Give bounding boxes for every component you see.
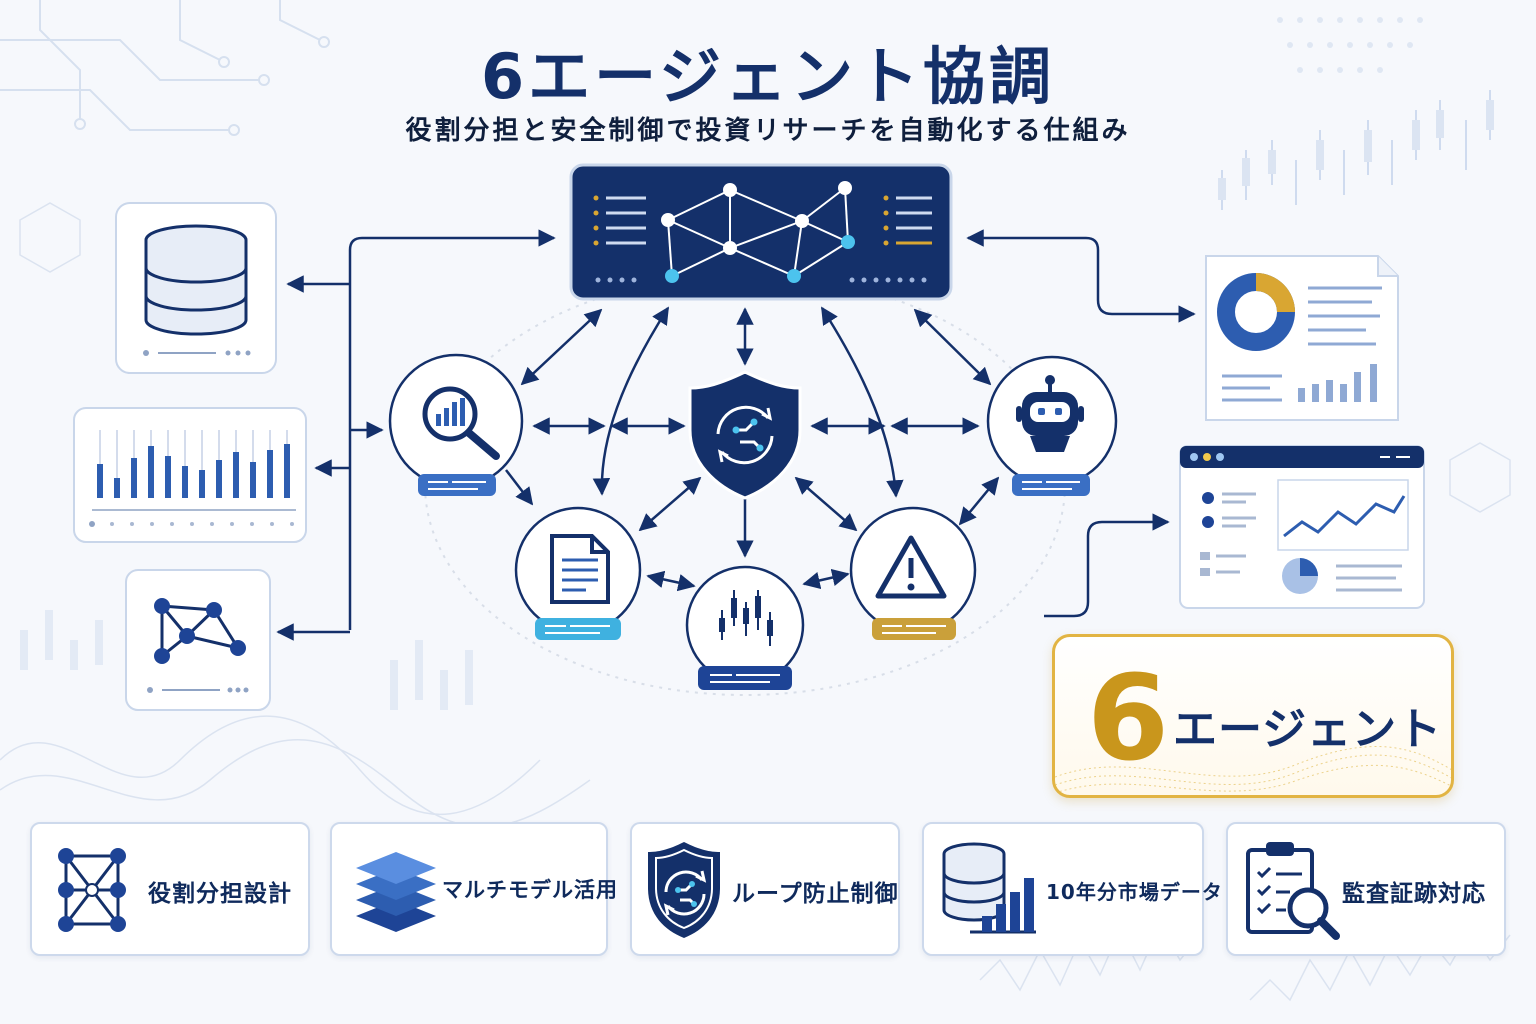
agent-count-highlight: 6 エージェント: [1052, 634, 1454, 798]
agent-node-risk: [849, 506, 977, 640]
database-chart-icon: [942, 842, 1036, 934]
agent-node-research: [388, 353, 524, 496]
feature-label: 10年分市場データ: [1046, 880, 1223, 904]
agent-node-document: [514, 506, 642, 640]
feature-card-audit-trail: 監査証跡対応: [1226, 822, 1506, 956]
dashboard-window-panel: [1179, 445, 1425, 609]
agent-badge: [872, 618, 956, 640]
neural-network-icon: [667, 187, 849, 277]
feature-label: 監査証跡対応: [1342, 881, 1486, 907]
search-chart-icon: [422, 386, 500, 460]
shield-agent: [688, 370, 802, 500]
wave-decoration: [1055, 746, 1451, 794]
agent-node-market: [685, 565, 805, 690]
bar-chart-panel: [73, 407, 307, 543]
feature-card-multi-model: マルチモデル活用: [330, 822, 617, 956]
warning-icon: [875, 535, 947, 599]
report-document-panel: [1205, 255, 1399, 421]
shield-loop-icon: [648, 842, 720, 938]
agent-node-robot: [986, 355, 1118, 496]
network-grid-icon: [58, 848, 126, 932]
agent-badge: [535, 618, 621, 640]
feature-card-loop-prevention: ループ防止制御: [630, 822, 900, 956]
agent-count-label: エージェント: [1173, 704, 1443, 755]
robot-icon: [1016, 375, 1084, 452]
agent-count-number: 6: [1087, 649, 1170, 787]
document-icon: [550, 534, 610, 604]
agent-badge: [418, 474, 496, 496]
database-panel: [115, 202, 277, 374]
layers-stack-icon: [356, 852, 436, 932]
connector-arrows: [276, 229, 1196, 641]
feature-card-role-design: 役割分担設計: [30, 822, 310, 956]
feature-label: ループ防止制御: [732, 881, 899, 907]
feature-label: マルチモデル活用: [442, 878, 618, 902]
clipboard-search-icon: [1246, 842, 1340, 940]
agent-badge: [1012, 474, 1090, 496]
feature-label: 役割分担設計: [148, 881, 292, 907]
agent-badge: [698, 666, 792, 690]
orchestrator-hub: [569, 163, 953, 301]
page-subtitle: 役割分担と安全制御で投資リサーチを自動化する仕組み: [405, 116, 1131, 146]
database-icon: [144, 224, 248, 336]
graph-panel: [125, 569, 271, 711]
page-title: 6エージェント協調: [481, 40, 1055, 113]
feature-card-market-data: 10年分市場データ: [922, 822, 1222, 956]
